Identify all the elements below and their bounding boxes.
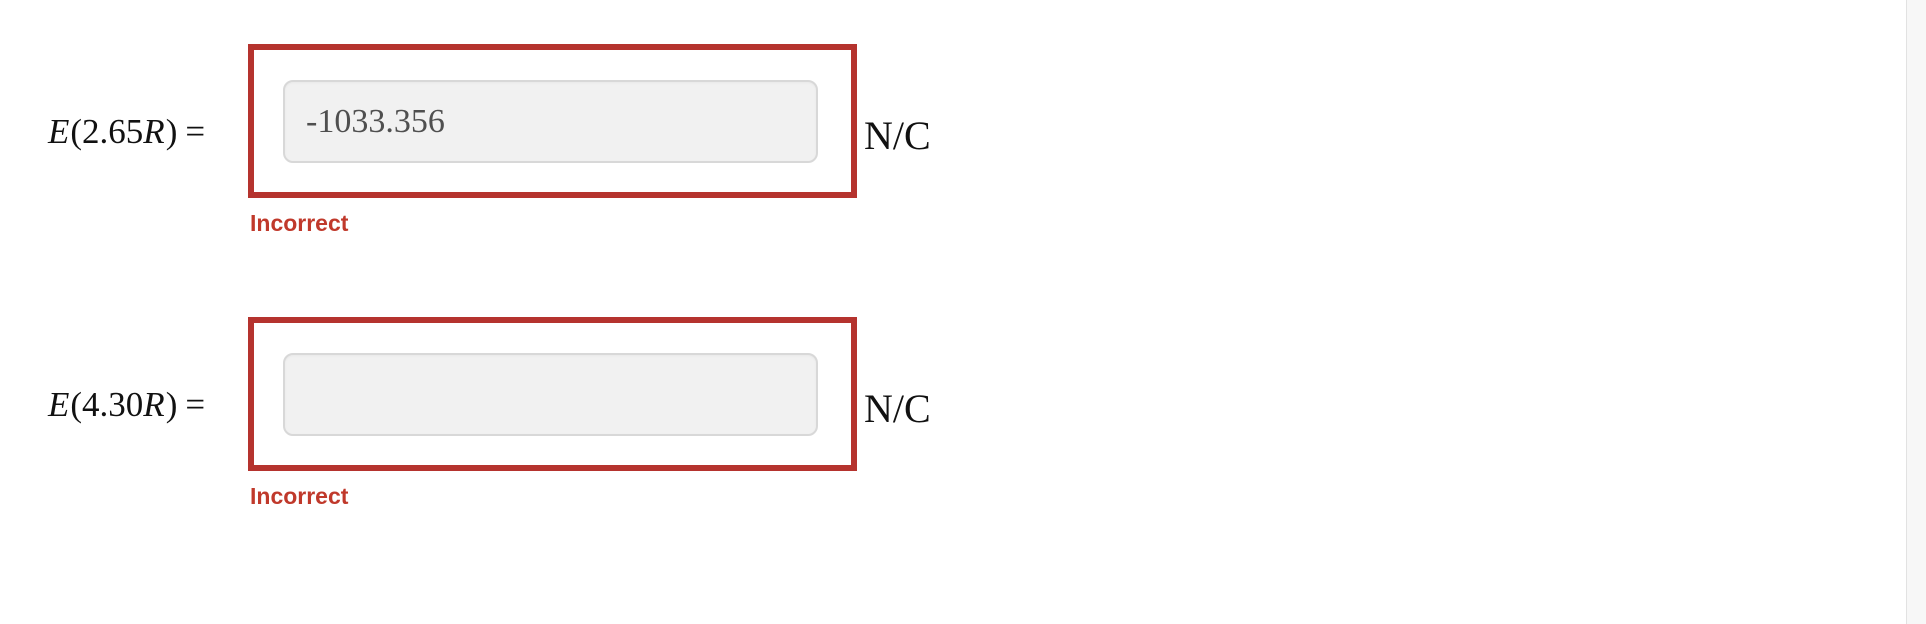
equation-label-1: E(2.65R)= [48, 114, 205, 149]
answer-row-1: E(2.65R)= N/C Incorrect [0, 44, 1926, 294]
math-coefficient: 4.30 [82, 385, 144, 424]
unit-label-1: N/C [864, 113, 931, 158]
answer-input-2[interactable] [283, 353, 818, 436]
scrollbar-track[interactable] [1906, 0, 1926, 624]
math-paren-open: ( [70, 385, 83, 424]
math-paren-close: ) [165, 385, 178, 424]
math-variable-symbol: R [143, 385, 165, 424]
math-paren-open: ( [70, 112, 83, 151]
answer-input-1[interactable] [283, 80, 818, 163]
unit-label-2: N/C [864, 386, 931, 431]
incorrect-status-1: Incorrect [250, 210, 349, 236]
answer-row-2: E(4.30R)= N/C Incorrect [0, 317, 1926, 567]
math-equals-sign: = [185, 385, 206, 424]
math-equals-sign: = [185, 112, 206, 151]
math-paren-close: ) [165, 112, 178, 151]
math-function-symbol: E [48, 385, 70, 424]
math-variable-symbol: R [143, 112, 165, 151]
equation-label-2: E(4.30R)= [48, 387, 205, 422]
incorrect-status-2: Incorrect [250, 483, 349, 509]
math-coefficient: 2.65 [82, 112, 144, 151]
math-function-symbol: E [48, 112, 70, 151]
